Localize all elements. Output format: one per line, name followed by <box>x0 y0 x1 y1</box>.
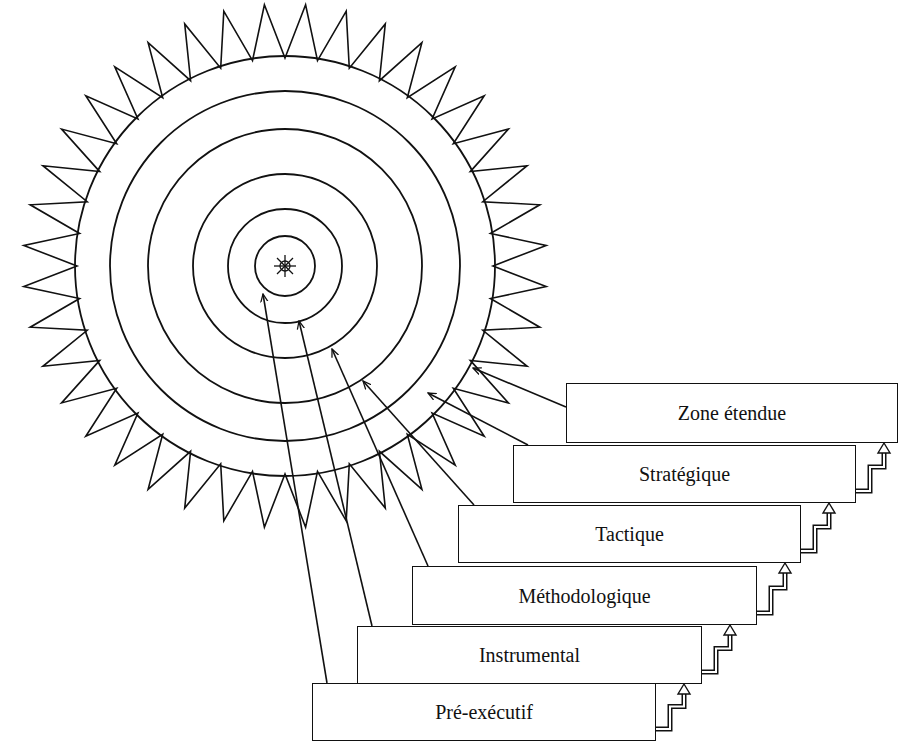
step-label: Instrumental <box>479 643 580 667</box>
arrow-inner <box>656 693 684 729</box>
arrow-head <box>823 503 835 513</box>
star-spoke <box>277 258 293 274</box>
arrow-outline <box>656 693 684 729</box>
step-box: Stratégique <box>513 445 856 503</box>
arrow-inner <box>757 572 785 613</box>
step-box: Instrumental <box>357 626 702 684</box>
ring <box>110 91 460 441</box>
center-star <box>274 255 296 277</box>
leader-line <box>363 381 474 505</box>
leader-line <box>428 393 528 445</box>
ring <box>228 209 342 323</box>
arrow-head <box>724 625 736 635</box>
leader-line <box>263 294 327 683</box>
step-arrow <box>656 684 690 729</box>
arrow-outline <box>757 572 785 613</box>
sun-rays <box>24 5 546 527</box>
ring <box>193 174 377 358</box>
step-box: Méthodologique <box>412 566 757 625</box>
step-box: Zone étendue <box>566 383 898 443</box>
leader-line <box>473 368 566 407</box>
leader-line <box>299 321 372 626</box>
step-label: Pré-exécutif <box>435 700 533 724</box>
step-label: Stratégique <box>639 462 730 486</box>
arrow-inner <box>702 634 730 672</box>
arrow-outline <box>856 452 884 491</box>
arrow-inner <box>801 512 829 551</box>
step-box: Pré-exécutif <box>312 683 656 741</box>
ring <box>148 129 422 403</box>
leader-line <box>332 349 428 566</box>
concentric-rings <box>75 56 495 476</box>
step-arrow <box>801 503 835 551</box>
arrow-head <box>678 684 690 694</box>
arrow-outline <box>702 634 730 672</box>
ring <box>255 236 315 296</box>
arrow-inner <box>856 452 884 491</box>
arrow-head <box>779 563 791 573</box>
arrow-outline <box>801 512 829 551</box>
step-arrow <box>757 563 791 613</box>
ring <box>75 56 495 476</box>
step-box: Tactique <box>458 505 801 563</box>
sun-ray <box>24 5 546 527</box>
step-label: Zone étendue <box>678 401 786 425</box>
arrow-head <box>878 443 890 453</box>
star-spoke <box>277 258 293 274</box>
step-arrow <box>856 443 890 491</box>
step-arrow <box>702 625 736 672</box>
step-label: Méthodologique <box>518 584 650 608</box>
step-label: Tactique <box>595 522 664 546</box>
